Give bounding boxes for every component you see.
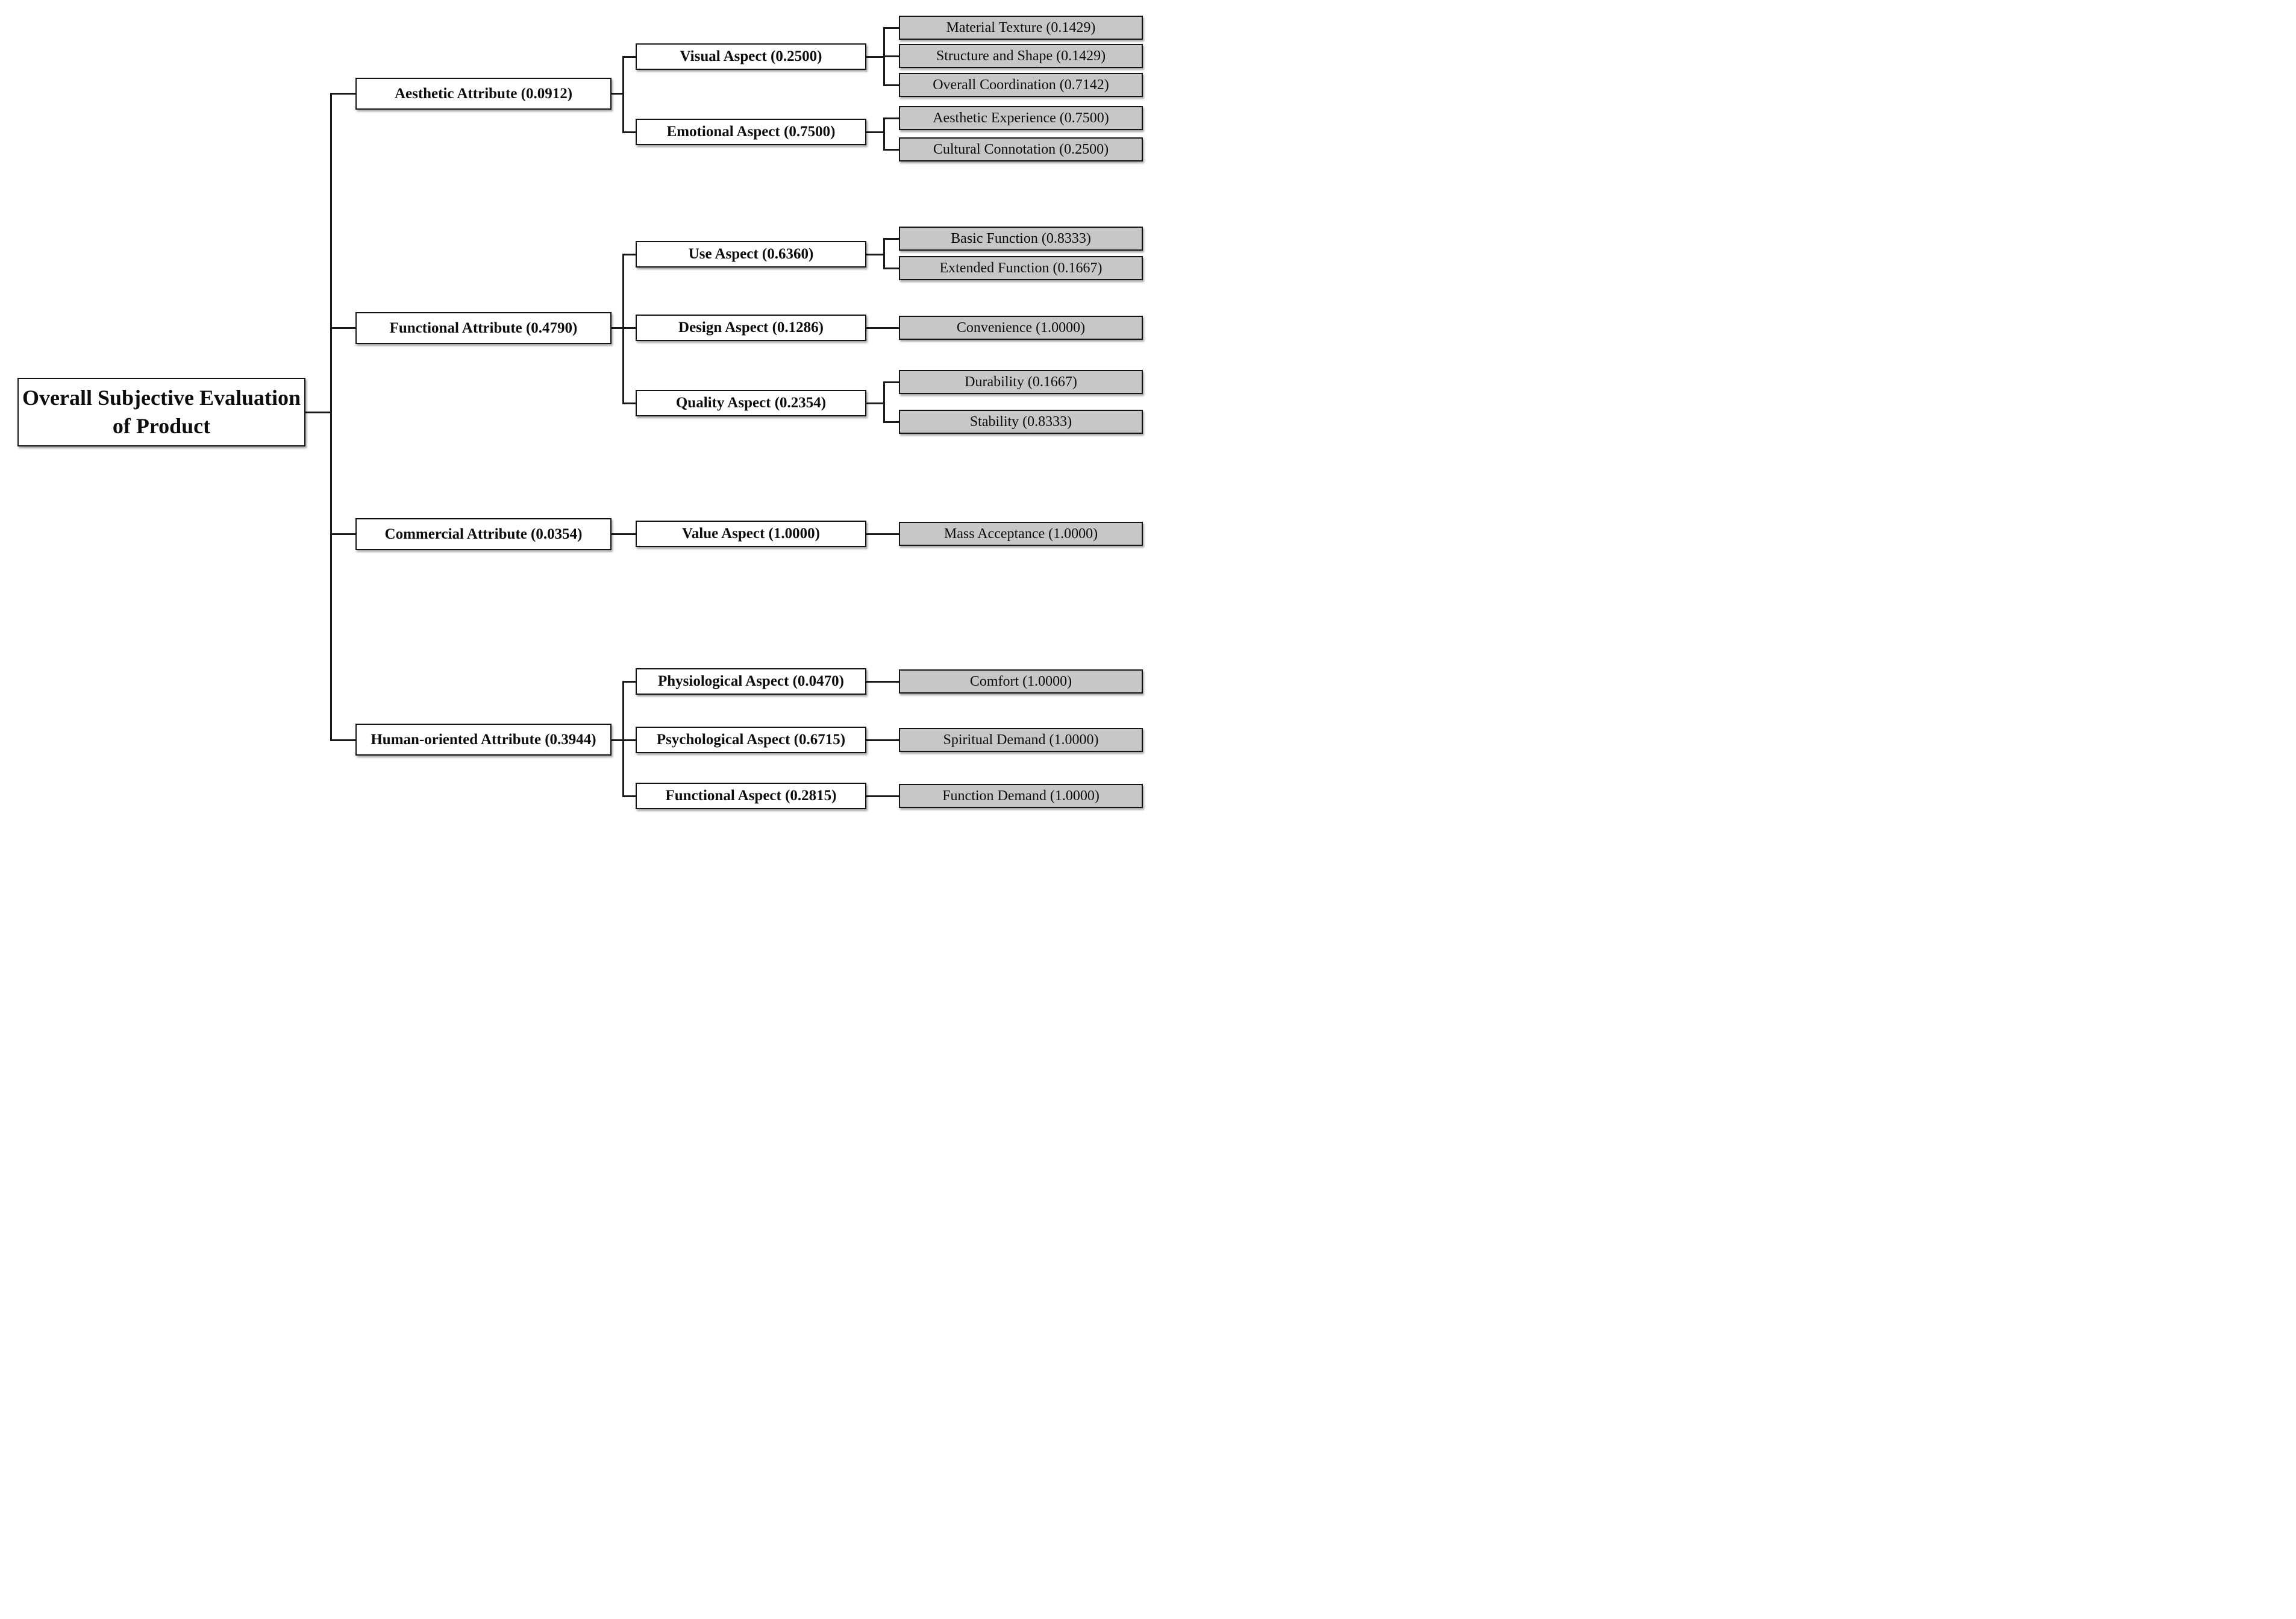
node-aesthetic-experience: Aesthetic Experience (0.7500) bbox=[899, 106, 1143, 130]
connector-human-vert bbox=[622, 681, 624, 797]
connector-stub-commercial bbox=[330, 533, 355, 535]
connector-stub-durability bbox=[883, 381, 899, 383]
node-human-oriented-attribute: Human-oriented Attribute (0.3944) bbox=[355, 724, 612, 756]
node-material-texture: Material Texture (0.1429) bbox=[899, 16, 1143, 40]
connector-visual-bracket bbox=[866, 56, 884, 58]
connector-stub-emotional bbox=[622, 131, 636, 133]
connector-physiological-comfort bbox=[866, 681, 899, 683]
node-value-aspect: Value Aspect (1.0000) bbox=[636, 521, 866, 547]
connector-stub-visual bbox=[622, 56, 636, 58]
connector-trunk bbox=[330, 93, 332, 741]
diagram-canvas: Overall Subjective Evaluation of Product… bbox=[0, 0, 1148, 812]
connector-stub-material-texture bbox=[883, 27, 899, 29]
connector-design-convenience bbox=[866, 327, 899, 329]
connector-stub-functional-aspect bbox=[622, 795, 636, 797]
connector-use-bracket bbox=[866, 254, 884, 255]
connector-stub-aesthetic bbox=[330, 93, 355, 95]
connector-emotional-bracket bbox=[866, 131, 884, 133]
connector-stub-basic-function bbox=[883, 238, 899, 240]
node-convenience: Convenience (1.0000) bbox=[899, 316, 1143, 340]
connector-quality-bracket bbox=[866, 402, 884, 404]
connector-stub-overall-coordination bbox=[883, 84, 899, 86]
connector-stub-extended-function bbox=[883, 268, 899, 269]
connector-stub-structure-shape bbox=[883, 55, 899, 57]
node-overall-subjective-evaluation: Overall Subjective Evaluation of Product bbox=[17, 378, 305, 446]
connector-stub-human-oriented bbox=[330, 739, 355, 741]
node-overall-coordination: Overall Coordination (0.7142) bbox=[899, 73, 1143, 97]
connector-psychological-spiritual bbox=[866, 739, 899, 741]
node-comfort: Comfort (1.0000) bbox=[899, 669, 1143, 694]
node-visual-aspect: Visual Aspect (0.2500) bbox=[636, 43, 866, 70]
connector-use-vert bbox=[883, 238, 885, 269]
node-quality-aspect: Quality Aspect (0.2354) bbox=[636, 390, 866, 416]
connector-stub-stability bbox=[883, 421, 899, 423]
node-durability: Durability (0.1667) bbox=[899, 370, 1143, 394]
node-functional-aspect: Functional Aspect (0.2815) bbox=[636, 783, 866, 809]
connector-stub-aesthetic-experience bbox=[883, 117, 899, 119]
node-use-aspect: Use Aspect (0.6360) bbox=[636, 241, 866, 268]
connector-stub-functional bbox=[330, 327, 355, 329]
connector-aesthetic-vert bbox=[622, 56, 624, 133]
connector-stub-psychological bbox=[622, 739, 636, 741]
connector-human-bracket bbox=[612, 739, 624, 741]
connector-functional-vert bbox=[622, 254, 624, 404]
node-commercial-attribute: Commercial Attribute (0.0354) bbox=[355, 518, 612, 550]
node-psychological-aspect: Psychological Aspect (0.6715) bbox=[636, 727, 866, 753]
node-functional-attribute: Functional Attribute (0.4790) bbox=[355, 312, 612, 344]
connector-emotional-vert bbox=[883, 117, 885, 151]
node-extended-function: Extended Function (0.1667) bbox=[899, 256, 1143, 280]
node-function-demand: Function Demand (1.0000) bbox=[899, 784, 1143, 808]
node-basic-function: Basic Function (0.8333) bbox=[899, 227, 1143, 251]
connector-quality-vert bbox=[883, 381, 885, 423]
connector-aesthetic-bracket bbox=[612, 93, 624, 95]
connector-stub-use bbox=[622, 254, 636, 255]
node-mass-acceptance: Mass Acceptance (1.0000) bbox=[899, 522, 1143, 546]
connector-commercial-value bbox=[612, 533, 636, 535]
connector-stub-design bbox=[622, 327, 636, 329]
node-physiological-aspect: Physiological Aspect (0.0470) bbox=[636, 668, 866, 695]
connector-stub-quality bbox=[622, 402, 636, 404]
node-spiritual-demand: Spiritual Demand (1.0000) bbox=[899, 728, 1143, 752]
connector-stub-cultural-connotation bbox=[883, 149, 899, 151]
connector-functional-bracket bbox=[612, 327, 624, 329]
connector-root-trunk bbox=[305, 412, 331, 413]
node-emotional-aspect: Emotional Aspect (0.7500) bbox=[636, 119, 866, 145]
node-stability: Stability (0.8333) bbox=[899, 410, 1143, 434]
node-structure-and-shape: Structure and Shape (0.1429) bbox=[899, 44, 1143, 68]
connector-functional-demand bbox=[866, 795, 899, 797]
node-aesthetic-attribute: Aesthetic Attribute (0.0912) bbox=[355, 78, 612, 110]
node-cultural-connotation: Cultural Connotation (0.2500) bbox=[899, 137, 1143, 161]
connector-stub-physiological bbox=[622, 681, 636, 683]
node-design-aspect: Design Aspect (0.1286) bbox=[636, 315, 866, 341]
connector-value-mass bbox=[866, 533, 899, 535]
